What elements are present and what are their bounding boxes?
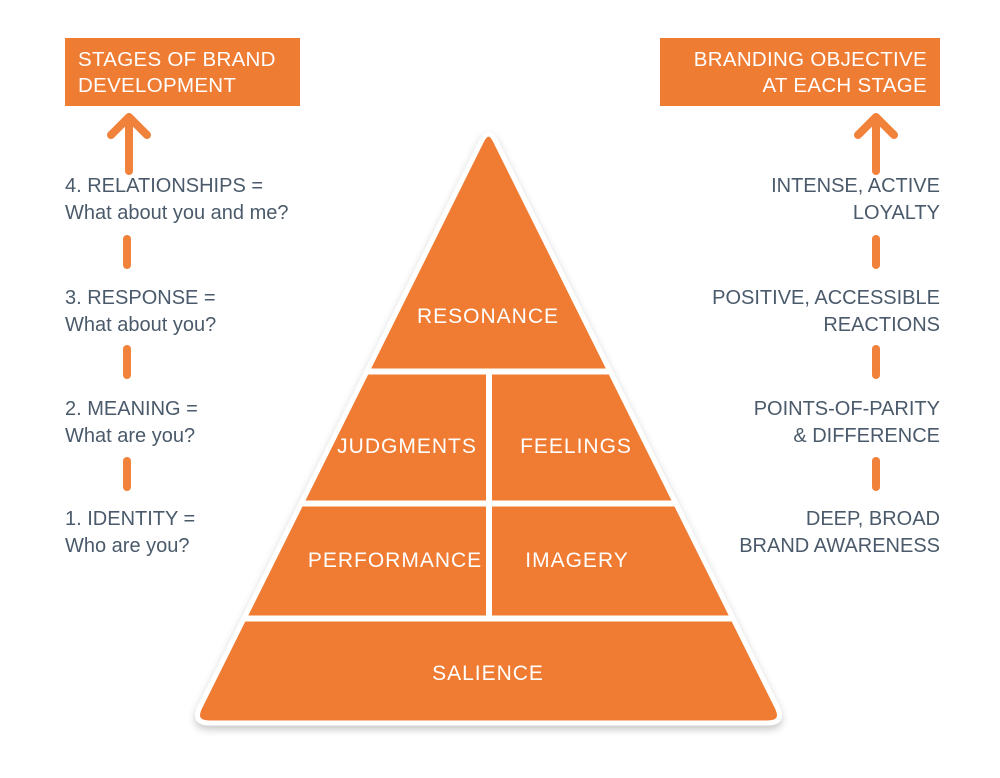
pyramid-label-performance: PERFORMANCE — [307, 549, 483, 572]
pyramid-label-salience: SALIENCE — [432, 662, 544, 685]
stage-title: 3. RESPONSE = — [65, 287, 216, 309]
stage-item-relationships: 4. RELATIONSHIPS = What about you and me… — [65, 173, 288, 227]
stage-subtitle: What about you and me? — [65, 202, 289, 224]
dashed-connector-segment — [872, 457, 880, 491]
stage-item-identity: 1. IDENTITY = Who are you? — [65, 506, 195, 560]
dashed-connector-segment — [123, 457, 131, 491]
pyramid-label-judgments: JUDGMENTS — [337, 435, 477, 458]
dashed-connector-segment — [123, 235, 131, 269]
stage-subtitle: What are you? — [65, 425, 196, 447]
dashed-connector-segment — [872, 235, 880, 269]
stage-item-response: 3. RESPONSE = What about you? — [65, 285, 216, 339]
objective-item-reactions: POSITIVE, ACCESSIBLE REACTIONS — [712, 285, 940, 339]
stage-title: 1. IDENTITY = — [65, 508, 196, 530]
objective-line2: LOYALTY — [852, 202, 940, 224]
pyramid-label-feelings: FEELINGS — [520, 435, 632, 458]
objective-item-parity-difference: POINTS-OF-PARITY & DIFFERENCE — [754, 396, 940, 450]
objective-line2: & DIFFERENCE — [793, 425, 940, 447]
up-arrow-icon — [107, 113, 151, 175]
objective-line1: POSITIVE, ACCESSIBLE — [712, 287, 940, 309]
objective-line1: INTENSE, ACTIVE — [771, 175, 940, 197]
objective-line2: REACTIONS — [823, 314, 940, 336]
stage-item-meaning: 2. MEANING = What are you? — [65, 396, 198, 450]
objectives-header-line2: AT EACH STAGE — [762, 74, 927, 97]
objective-line1: POINTS-OF-PARITY — [753, 398, 940, 420]
dashed-connector-segment — [123, 345, 131, 379]
dashed-connector-segment — [872, 345, 880, 379]
stage-title: 2. MEANING = — [65, 398, 198, 420]
objective-line1: DEEP, BROAD — [805, 508, 940, 530]
stage-subtitle: What about you? — [65, 314, 217, 336]
objectives-header-line1: BRANDING OBJECTIVE — [693, 48, 927, 71]
objective-item-loyalty: INTENSE, ACTIVE LOYALTY — [771, 173, 940, 227]
stages-header-line1: STAGES OF BRAND — [78, 48, 276, 71]
pyramid-label-resonance: RESONANCE — [416, 305, 560, 328]
pyramid-label-imagery: IMAGERY — [525, 549, 629, 572]
stage-title: 4. RELATIONSHIPS = — [65, 175, 264, 197]
up-arrow-icon — [854, 113, 898, 175]
objective-line2: BRAND AWARENESS — [739, 535, 940, 557]
stages-header-box: STAGES OF BRAND DEVELOPMENT — [65, 38, 300, 106]
objectives-header-box: BRANDING OBJECTIVE AT EACH STAGE — [660, 38, 940, 106]
stage-subtitle: Who are you? — [65, 535, 190, 557]
objective-item-awareness: DEEP, BROAD BRAND AWARENESS — [739, 506, 940, 560]
stages-header-line2: DEVELOPMENT — [78, 74, 237, 97]
